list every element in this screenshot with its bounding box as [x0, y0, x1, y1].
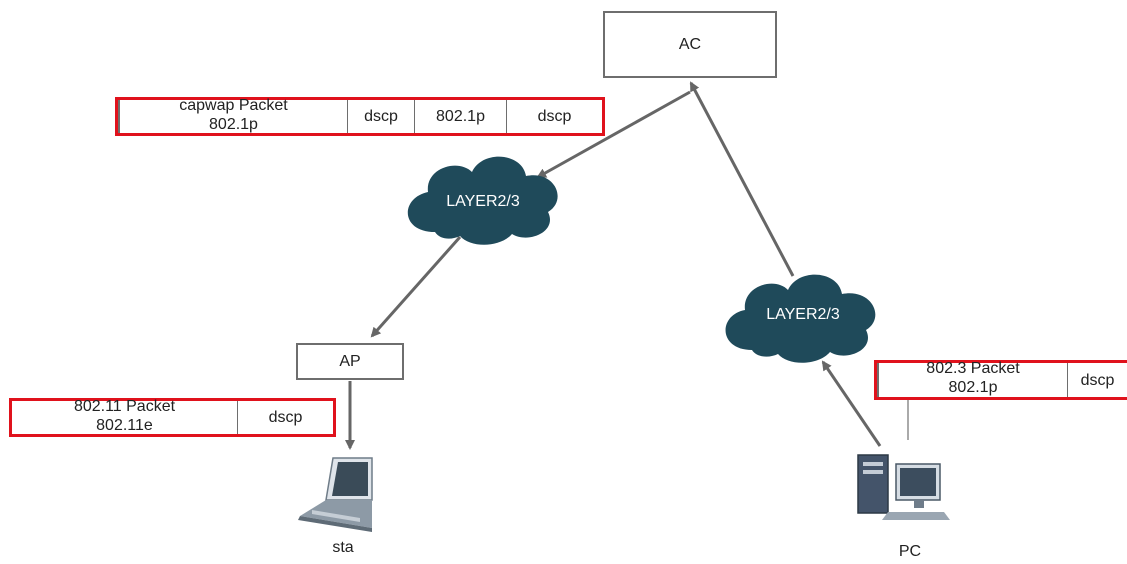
wifi-packet-priority: 802.11e: [96, 416, 153, 434]
ethernet-packet-header: 802.3 Packet 802.1p: [877, 360, 1068, 397]
cloud-right: LAYER2/3: [725, 274, 876, 363]
arrow-pc-to-cloud-right: [821, 360, 882, 447]
wifi-packet-header: 802.11 Packet 802.11e: [12, 398, 238, 434]
capwap-packet-priority: 802.1p: [209, 115, 258, 133]
capwap-packet: capwap Packet 802.1p dscp 802.1p dscp: [115, 97, 605, 136]
ethernet-packet-title: 802.3 Packet: [926, 360, 1020, 377]
ethernet-field-dscp: dscp: [1080, 371, 1115, 389]
arrow-ac-to-cloud-left: [536, 90, 691, 179]
ac-node: AC: [603, 11, 777, 78]
arrow-cloud-right-to-ac: [689, 81, 795, 277]
wifi-packet: 802.11 Packet 802.11e dscp: [9, 398, 336, 437]
ap-label: AP: [339, 352, 361, 370]
cloud-right-label: LAYER2/3: [766, 306, 840, 323]
capwap-packet-header: capwap Packet 802.1p: [118, 97, 348, 133]
cloud-left-label: LAYER2/3: [446, 193, 520, 210]
ap-node: AP: [296, 343, 404, 380]
sta-label: sta: [332, 539, 354, 556]
ac-label: AC: [678, 35, 702, 53]
cloud-left: LAYER2/3: [407, 156, 558, 245]
capwap-field-dscp-inner: dscp: [537, 108, 572, 125]
wifi-packet-title: 802.11 Packet: [73, 397, 176, 415]
wifi-field-dscp: dscp: [268, 409, 303, 426]
capwap-field-dscp-outer: dscp: [348, 100, 415, 133]
arrow-cloud-to-ap: [370, 236, 462, 338]
ethernet-packet: 802.3 Packet 802.1p dscp: [874, 360, 1127, 400]
capwap-field-8021p: 802.1p: [415, 100, 507, 133]
pc-label: PC: [898, 543, 922, 560]
laptop-icon: [298, 457, 373, 532]
ethernet-packet-priority: 802.1p: [948, 379, 998, 396]
capwap-packet-title: capwap Packet: [179, 96, 288, 114]
desktop-pc-icon: [857, 454, 950, 520]
